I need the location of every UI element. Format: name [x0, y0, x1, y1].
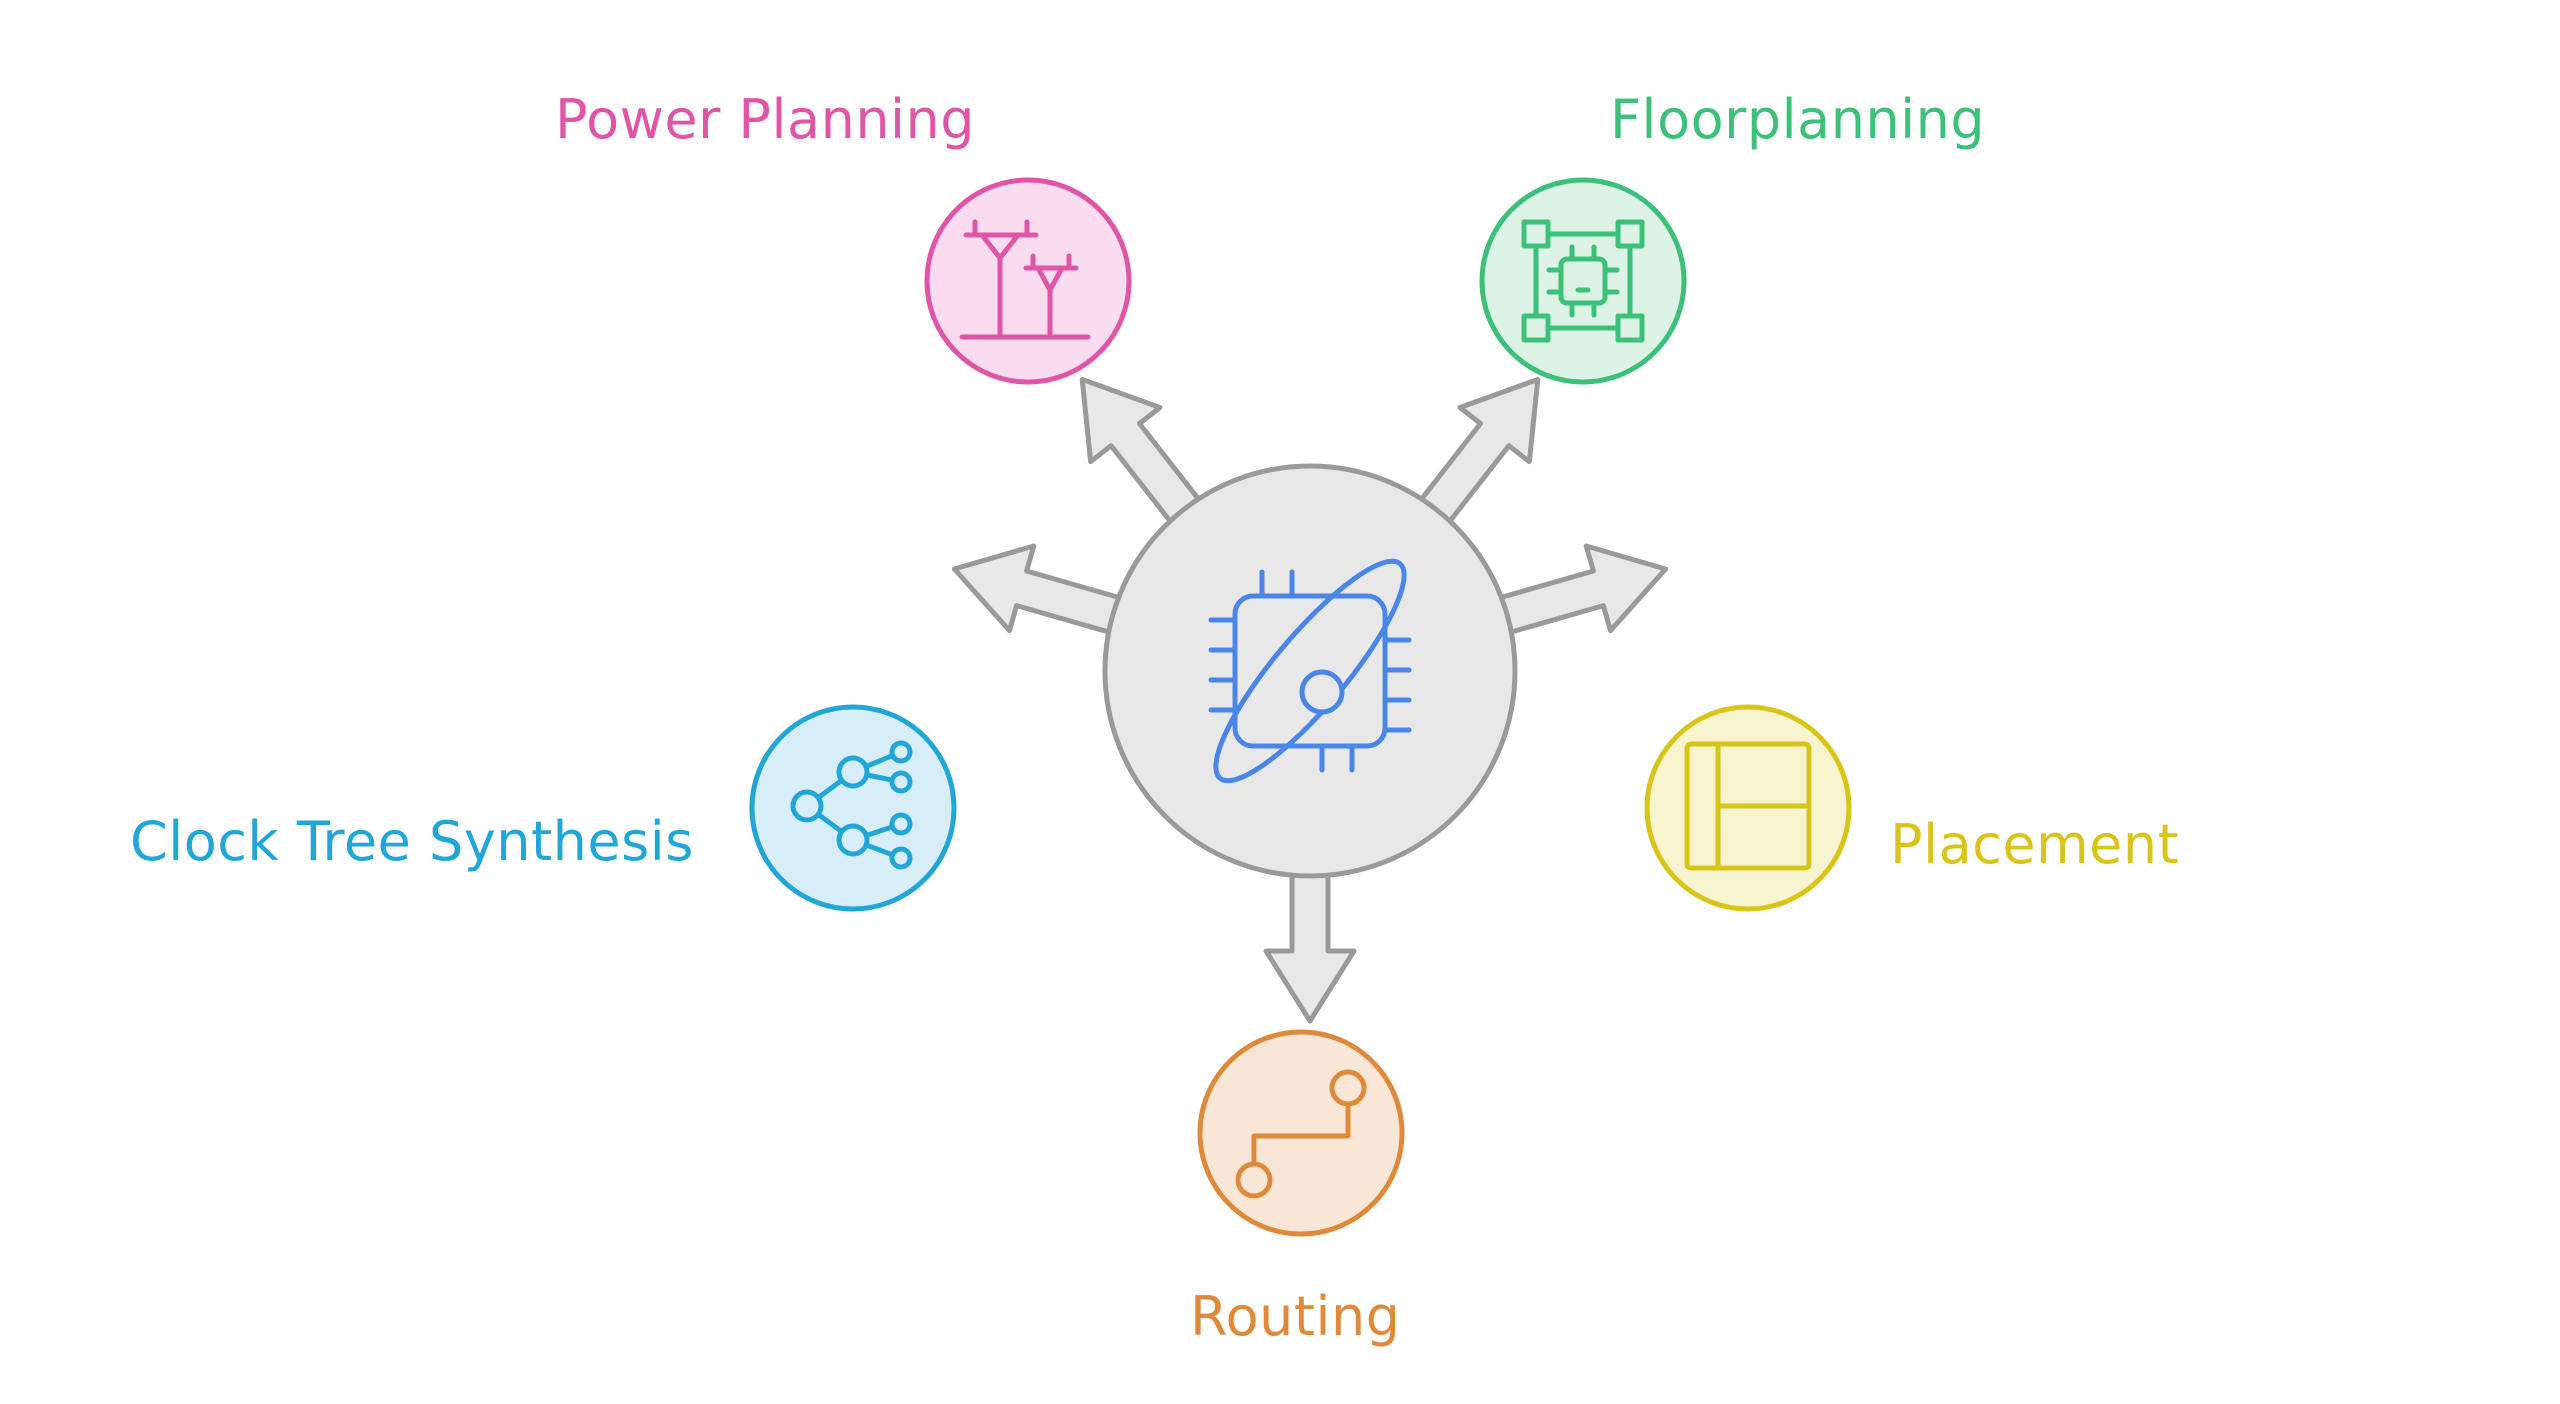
- layout-panels-icon: [1684, 741, 1812, 871]
- floorplanning-label: Floorplanning: [1610, 88, 1986, 151]
- floorplanning-circle: [1479, 177, 1687, 385]
- node-power-planning: [924, 177, 1132, 385]
- node-clock-tree-synthesis: [749, 704, 957, 912]
- node-placement: [1644, 704, 1852, 912]
- clock-tree-circle: [749, 704, 957, 912]
- node-routing: [1197, 1029, 1405, 1237]
- routing-label: Routing: [1190, 1285, 1401, 1348]
- tree-branch-icon: [790, 740, 913, 870]
- hub-circle: [1102, 463, 1518, 879]
- chip-orbit-icon: [1208, 558, 1412, 784]
- chip-floorplan-icon: [1521, 219, 1645, 343]
- routing-circle: [1197, 1029, 1405, 1237]
- power-planning-circle: [924, 177, 1132, 385]
- placement-label: Placement: [1890, 813, 2180, 876]
- clock-tree-synthesis-label: Clock Tree Synthesis: [130, 810, 694, 873]
- route-path-icon: [1235, 1069, 1367, 1199]
- node-floorplanning: [1479, 177, 1687, 385]
- power-tower-icon: [959, 219, 1091, 340]
- power-planning-label: Power Planning: [555, 88, 976, 151]
